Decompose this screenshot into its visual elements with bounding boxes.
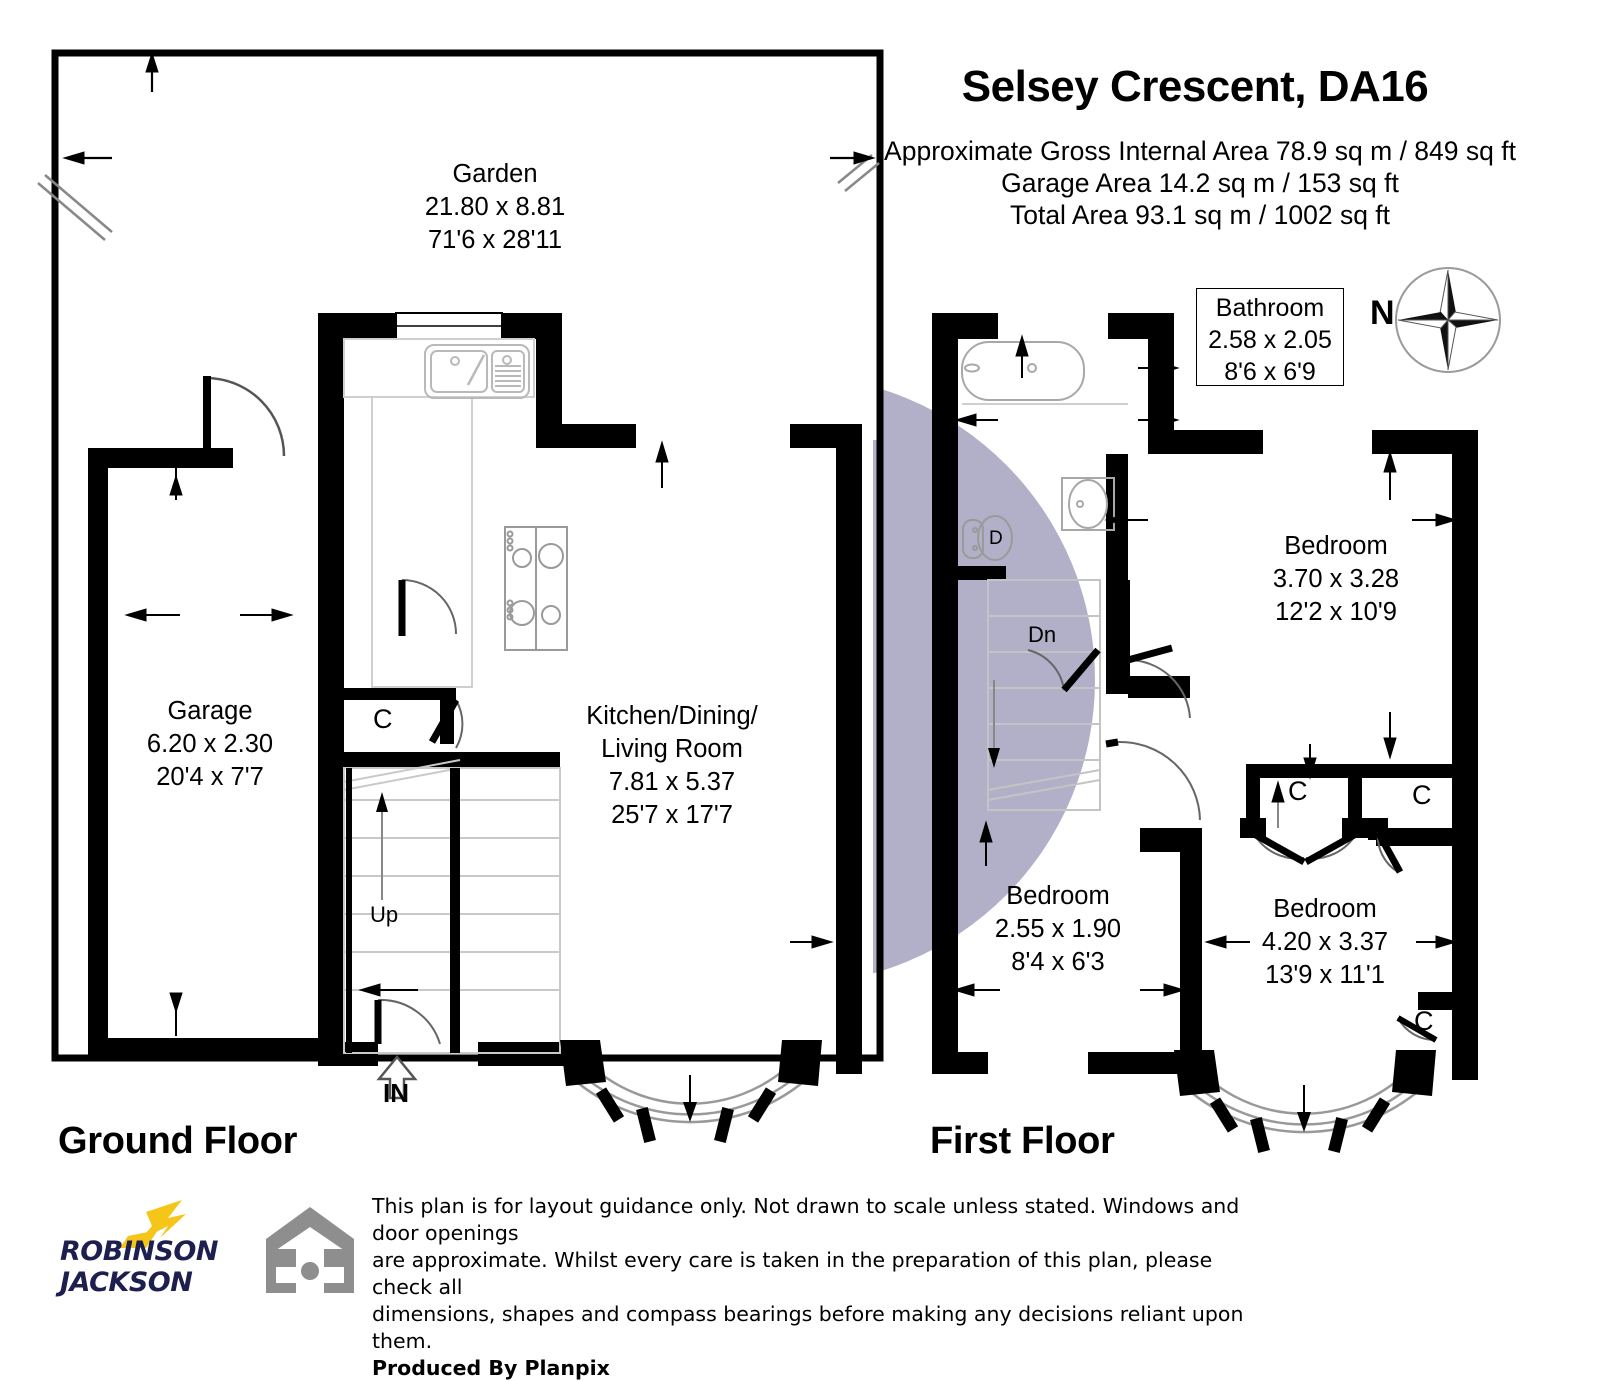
garage-metric: 6.20 x 2.30 (146, 730, 274, 758)
logo-bird-icon (120, 1200, 186, 1248)
ground-floor-title: Ground Floor (58, 1120, 298, 1162)
garage-name: Garage (167, 697, 253, 725)
room-label-bedroom-1: Bedroom 3.70 x 3.28 12'2 x 10'9 (1192, 530, 1480, 629)
landing-doors (1027, 644, 1201, 821)
bathroom-metric: 2.58 x 2.05 (1208, 326, 1332, 354)
disclaimer-line-3: dimensions, shapes and compass bearings … (372, 1302, 1244, 1353)
room-label-bedroom-3: Bedroom 4.20 x 3.37 13'9 x 11'1 (1200, 893, 1450, 992)
compass: N (1370, 268, 1500, 373)
bedroom2-name: Bedroom (1006, 882, 1110, 910)
garage-dimension-arrows (124, 452, 294, 1036)
kitchen-door (398, 579, 457, 636)
bedroom2-metric: 2.55 x 1.90 (994, 915, 1122, 943)
ground-bay-window (560, 1040, 822, 1143)
produced-by: Produced By Planpix (372, 1356, 610, 1380)
kitchen-sink-icon (424, 344, 530, 399)
robinson-jackson-logo: ROBINSON JACKSON (60, 1208, 250, 1298)
ground-floor-plan (37, 49, 884, 1143)
first-floor-plan (932, 313, 1478, 1153)
toilet-icon (962, 515, 1013, 561)
bathtub-icon (961, 341, 1128, 405)
first-cupboard-doors (1252, 830, 1438, 1043)
kitchen-name-line2: Living Room (601, 735, 743, 763)
stairs-up-label: Up (370, 902, 399, 927)
stairs-down-label: Dn (1028, 622, 1057, 647)
bedroom3-metric: 4.20 x 3.37 (1261, 928, 1389, 956)
bedroom3-imperial: 13'9 x 11'1 (1265, 961, 1385, 989)
first-floor-title: First Floor (930, 1120, 1115, 1162)
logo-line-2: JACKSON (60, 1267, 193, 1298)
garden-outline (37, 49, 884, 1062)
ground-stairs (343, 759, 561, 1054)
garden-metric: 21.80 x 8.81 (424, 193, 566, 221)
bedroom1-metric: 3.70 x 3.28 (1272, 565, 1400, 593)
area-summary: Approximate Gross Internal Area 78.9 sq … (880, 135, 1520, 231)
bathroom-imperial: 8'6 x 6'9 (1224, 358, 1316, 386)
bedroom1-name: Bedroom (1284, 532, 1388, 560)
room-label-kitchen: Kitchen/Dining/ Living Room 7.81 x 5.37 … (552, 700, 792, 832)
kitchen-imperial: 25'7 x 17'7 (611, 801, 733, 829)
bedroom3-name: Bedroom (1273, 895, 1377, 923)
room-label-garage: Garage 6.20 x 2.30 20'4 x 7'7 (90, 695, 330, 794)
compass-star-icon (1395, 267, 1501, 373)
kitchen-name-line1: Kitchen/Dining/ (586, 702, 758, 730)
garden-name: Garden (452, 160, 538, 188)
garage-walls (88, 448, 318, 1058)
garage-door-leaf (203, 376, 211, 450)
ground-cupboard-door (428, 698, 464, 749)
logo-text: ROBINSON JACKSON (60, 1236, 250, 1298)
first-stairs (987, 579, 1101, 811)
kitchen-metric: 7.81 x 5.37 (608, 768, 736, 796)
disclaimer: This plan is for layout guidance only. N… (372, 1193, 1272, 1381)
toilet-label: D (989, 528, 1003, 549)
room-label-bathroom: Bathroom 2.58 x 2.05 8'6 x 6'9 (1196, 288, 1344, 386)
bathroom-name: Bathroom (1215, 294, 1325, 322)
bedroom2-imperial: 8'4 x 6'3 (1011, 948, 1105, 976)
front-door (374, 998, 441, 1045)
cupboard-label-first-a: C (1288, 776, 1308, 806)
cupboard-label-first-b: C (1412, 780, 1432, 810)
compass-north-label: N (1370, 294, 1395, 332)
kitchen-hob-icon (504, 526, 568, 651)
garden-dimension-arrows (62, 51, 876, 165)
total-area: Total Area 93.1 sq m / 1002 sq ft (1009, 200, 1391, 230)
room-label-garden: Garden 21.80 x 8.81 71'6 x 28'11 (350, 158, 640, 257)
bedroom1-imperial: 12'2 x 10'9 (1275, 598, 1397, 626)
cupboard-label-first-c: C (1414, 1006, 1434, 1036)
page-title: Selsey Crescent, DA16 (961, 62, 1429, 111)
room-label-bedroom-2: Bedroom 2.55 x 1.90 8'4 x 6'3 (958, 880, 1158, 979)
gross-internal-area: Approximate Gross Internal Area 78.9 sq … (884, 136, 1516, 166)
first-dimension-arrows (952, 334, 1458, 997)
kitchen-window (395, 312, 503, 340)
basin-icon (1061, 477, 1115, 531)
ground-dimension-arrows (358, 440, 834, 997)
entrance-label: IN (383, 1078, 409, 1108)
garage-area: Garage Area 14.2 sq m / 153 sq ft (1001, 168, 1399, 198)
cupboard-label-ground: C (373, 704, 393, 734)
garage-door-swing (205, 376, 286, 457)
garage-imperial: 20'4 x 7'7 (156, 763, 264, 791)
disclaimer-line-2: are approximate. Whilst every care is ta… (372, 1248, 1213, 1299)
ground-house-walls (318, 313, 862, 1074)
logo-line-1: ROBINSON (60, 1236, 218, 1267)
garden-imperial: 71'6 x 28'11 (427, 226, 563, 254)
first-bay-window (1174, 1050, 1436, 1153)
entrance-arrow-icon (376, 1055, 418, 1100)
disclaimer-line-1: This plan is for layout guidance only. N… (372, 1194, 1240, 1245)
house-icon (266, 1207, 354, 1293)
